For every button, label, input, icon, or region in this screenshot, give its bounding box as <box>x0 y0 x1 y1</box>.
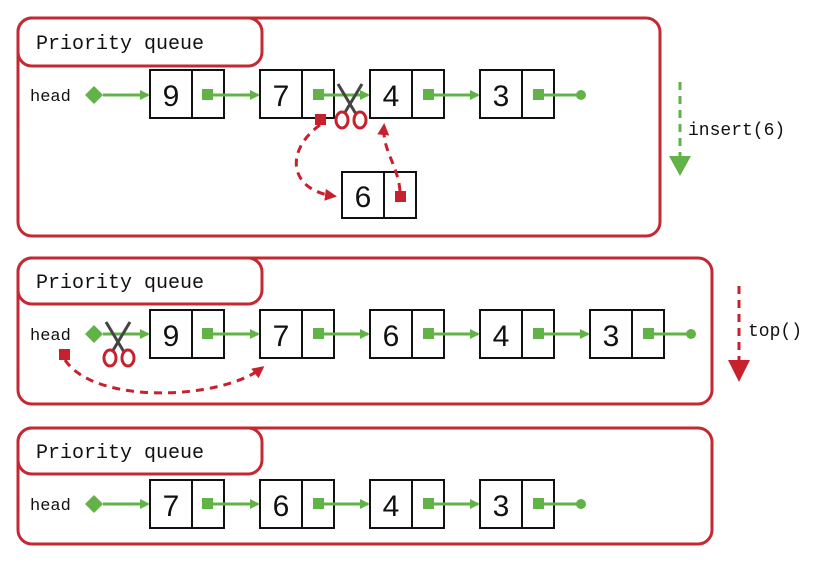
next-pointer <box>313 498 324 509</box>
panel-result: Priority queue head 7 6 4 3 <box>16 426 714 546</box>
scissors-icon <box>102 321 136 368</box>
list-node: 7 <box>149 479 225 529</box>
null-terminator <box>576 499 586 509</box>
panel-title: Priority queue <box>36 272 204 295</box>
operation-label: insert(6) <box>688 121 785 141</box>
null-terminator <box>686 329 696 339</box>
operation-top: top() <box>728 286 802 382</box>
node-value: 9 <box>163 320 180 353</box>
node-value: 7 <box>273 80 290 113</box>
head-label: head <box>30 88 71 107</box>
next-pointer <box>202 89 213 100</box>
operation-label: top() <box>748 322 802 342</box>
node-value: 6 <box>273 490 290 523</box>
next-pointer <box>643 328 654 339</box>
rewire-arrow <box>63 359 265 395</box>
rewire-arrow <box>377 123 402 192</box>
panel-insert: Priority queue head 9 7 <box>16 16 662 238</box>
panel-title: Priority queue <box>36 33 204 56</box>
node-value: 3 <box>493 490 510 523</box>
head-new-pointer <box>59 349 70 360</box>
panel-frame <box>16 426 714 546</box>
new-list-node: 6 <box>341 171 417 219</box>
next-pointer <box>202 498 213 509</box>
node-value: 4 <box>383 490 400 523</box>
head-label: head <box>30 327 71 346</box>
panel-frame <box>16 16 662 238</box>
node-value: 9 <box>163 80 180 113</box>
next-pointer <box>423 89 434 100</box>
next-pointer <box>533 89 544 100</box>
panel-title: Priority queue <box>36 442 204 465</box>
node-value: 6 <box>355 181 372 214</box>
panel-title-box <box>16 256 264 306</box>
scissors-icon <box>334 83 368 130</box>
panel-title-box <box>16 426 264 476</box>
next-pointer <box>395 191 406 202</box>
next-pointer <box>533 328 544 339</box>
node-value: 4 <box>493 320 510 353</box>
panel-title-box <box>16 16 264 68</box>
null-terminator <box>576 90 586 100</box>
list-node: 7 <box>259 309 335 359</box>
node-value: 3 <box>493 80 510 113</box>
next-pointer <box>313 89 324 100</box>
next-pointer <box>423 328 434 339</box>
node-value: 6 <box>383 320 400 353</box>
head-diamond <box>85 325 103 343</box>
node-value: 7 <box>163 490 180 523</box>
next-pointer <box>533 498 544 509</box>
cut-pointer <box>315 114 326 125</box>
head-diamond <box>85 495 103 513</box>
list-node: 6 <box>259 479 335 529</box>
rewire-arrow <box>294 123 337 201</box>
list-node: 3 <box>479 69 555 119</box>
list-node: 3 <box>479 479 555 529</box>
next-pointer <box>423 498 434 509</box>
list-node: 4 <box>479 309 555 359</box>
list-node: 9 <box>149 309 225 359</box>
head-diamond <box>85 86 103 104</box>
panel-top: Priority queue head 9 7 6 <box>16 256 714 406</box>
node-value: 3 <box>603 320 620 353</box>
list-node: 6 <box>369 309 445 359</box>
operation-insert: insert(6) <box>669 82 785 176</box>
list-node: 9 <box>149 69 225 119</box>
list-node: 4 <box>369 69 445 119</box>
panel-frame <box>16 256 714 406</box>
list-node: 3 <box>589 309 665 359</box>
node-value: 4 <box>383 80 400 113</box>
head-label: head <box>30 497 71 516</box>
list-node: 7 <box>259 69 335 119</box>
next-pointer <box>313 328 324 339</box>
node-value: 7 <box>273 320 290 353</box>
next-pointer <box>202 328 213 339</box>
list-node: 4 <box>369 479 445 529</box>
